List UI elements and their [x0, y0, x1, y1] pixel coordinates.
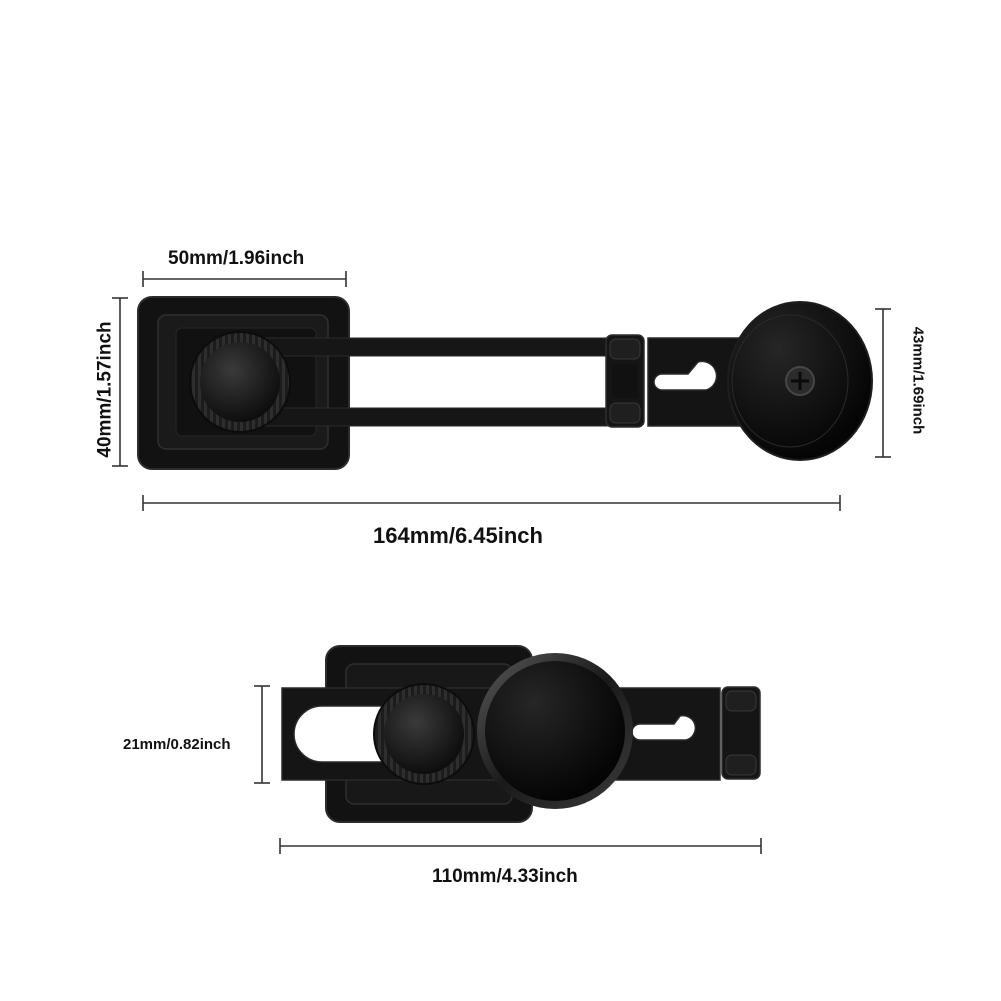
- folded-hinge-joint: [721, 686, 761, 780]
- label-height-left: 40mm/1.57inch: [94, 321, 116, 458]
- extended-product-view: [137, 296, 873, 470]
- folded-magnet-disc: [485, 661, 625, 801]
- arm-upper: [247, 337, 631, 357]
- label-height-right: 43mm/1.69inch: [909, 326, 927, 435]
- folded-product-view: [281, 645, 761, 823]
- label-folded-length: 110mm/4.33inch: [432, 866, 578, 887]
- label-width-top: 50mm/1.96inch: [168, 248, 305, 269]
- label-folded-height: 21mm/0.82inch: [123, 736, 231, 753]
- keyhole-slot: [653, 360, 718, 391]
- label-length-total: 164mm/6.45inch: [373, 523, 543, 548]
- hinge-joint: [605, 334, 645, 428]
- arm-lower: [247, 407, 631, 427]
- dimension-lines: [112, 271, 891, 854]
